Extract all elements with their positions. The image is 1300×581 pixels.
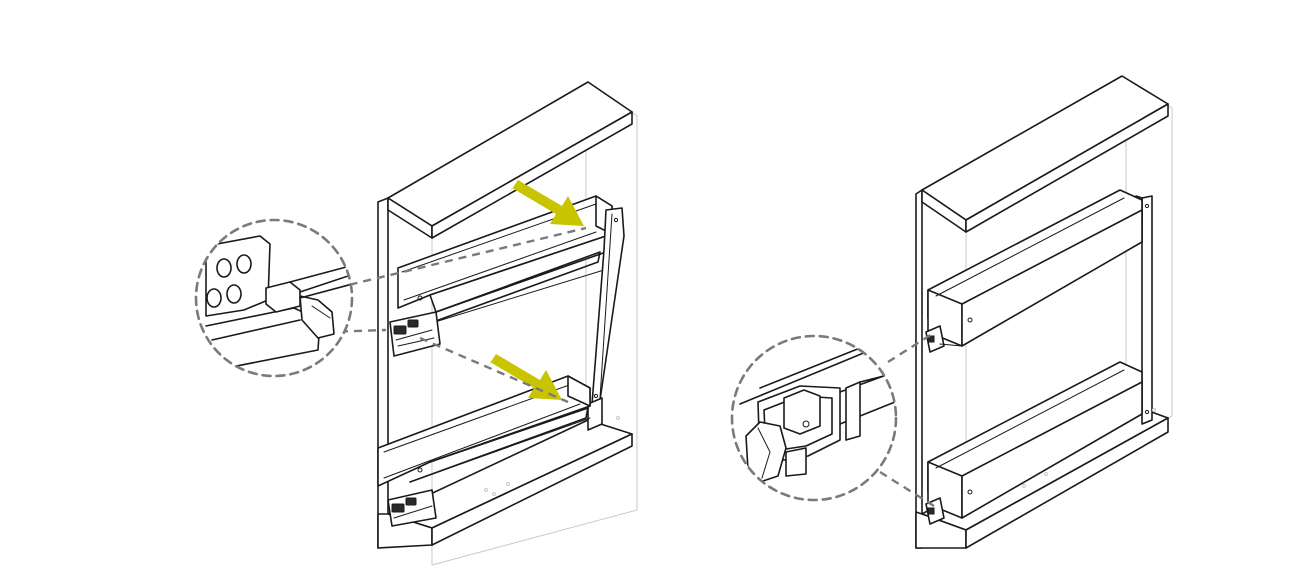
- right-detail-callout: [730, 334, 898, 502]
- lower-push-arrow: [488, 354, 562, 400]
- left-callout-leaders: [325, 226, 587, 404]
- left-panel: [194, 81, 638, 566]
- upper-push-arrow: [510, 180, 584, 226]
- right-upper-basket: [925, 189, 1143, 353]
- right-callout-leaders: [879, 332, 935, 508]
- right-panel: [730, 75, 1173, 549]
- left-arrows: [488, 180, 584, 400]
- left-lower-basket: [377, 375, 620, 527]
- left-detail-callout: [194, 218, 354, 378]
- left-cabinet: [377, 81, 633, 549]
- left-frame-bar: [587, 207, 625, 431]
- right-lower-basket: [925, 361, 1156, 525]
